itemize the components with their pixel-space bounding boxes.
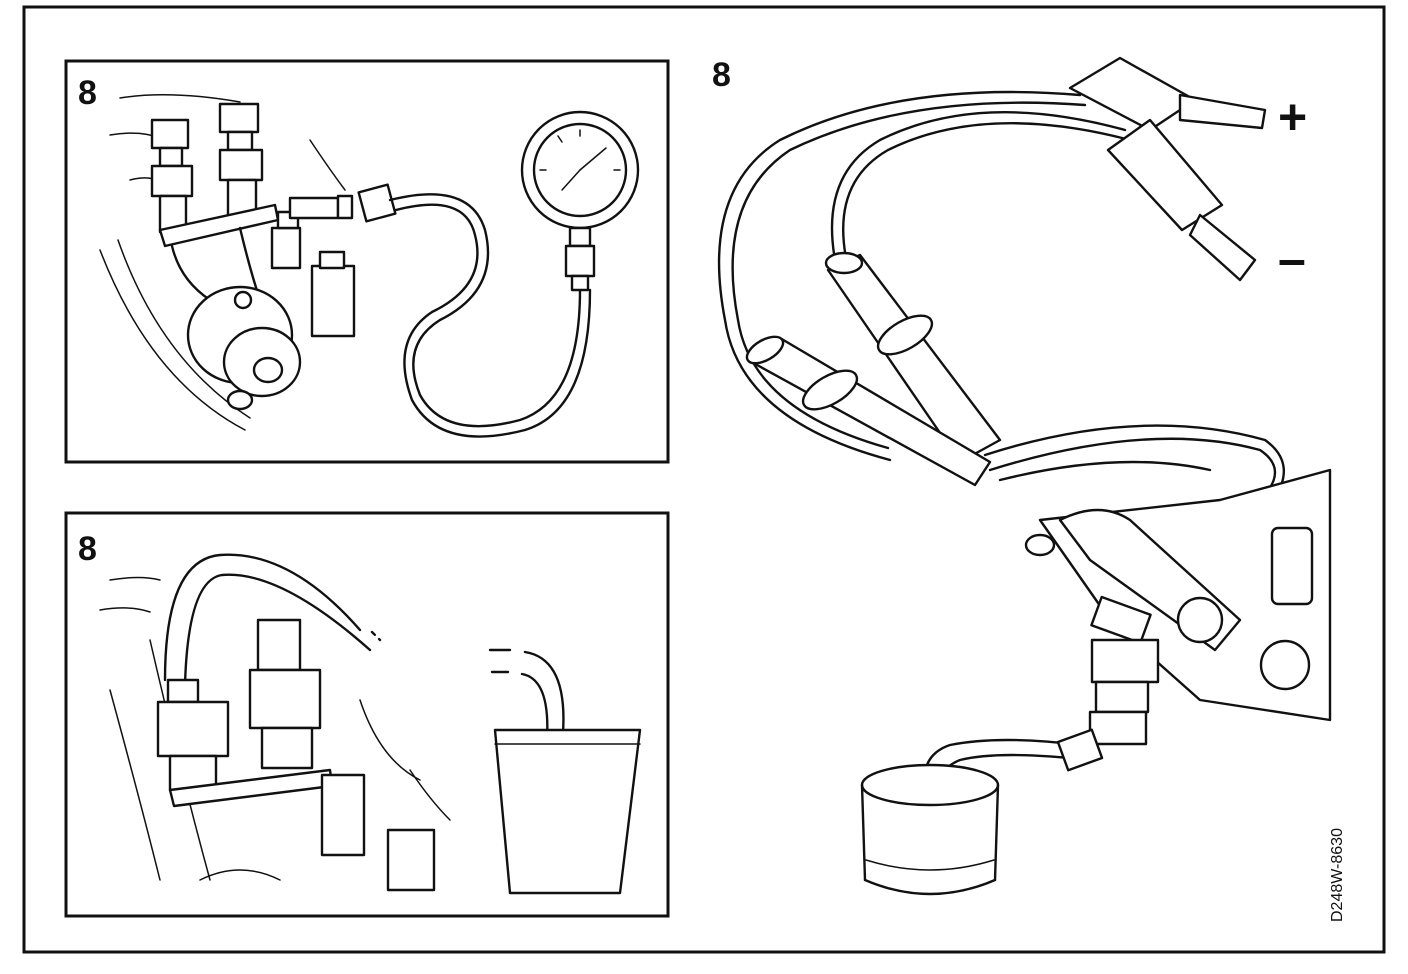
- pipe-union-left: [150, 118, 194, 234]
- pipe-union-open: [248, 618, 322, 770]
- plus-sign: +: [1278, 89, 1307, 145]
- step-number: 8: [78, 74, 97, 112]
- panel-pressure-gauge: 8: [64, 59, 670, 464]
- pressure-gauge: [520, 110, 640, 292]
- beaker-right: [860, 763, 1000, 896]
- panel-test-leads: 8 + –: [712, 56, 1332, 896]
- pipe-union-hose: [156, 678, 230, 792]
- pipe-union-right: [218, 102, 264, 218]
- injector-assembly: [1024, 468, 1332, 746]
- panel-frame: [64, 511, 670, 918]
- minus-plug: [1106, 118, 1257, 282]
- gauge-hose: [357, 183, 592, 438]
- panel-drain-beaker: 8: [64, 511, 670, 918]
- step-number: 8: [712, 56, 731, 94]
- beaker: [488, 648, 642, 895]
- clip-boot-lower: [745, 335, 992, 487]
- test-valve: [270, 194, 356, 338]
- step-number: 8: [78, 530, 97, 568]
- panel-frame: [64, 59, 670, 464]
- clip-boot-upper: [824, 251, 1002, 464]
- pressure-regulator: [186, 285, 302, 411]
- figure-reference: D248W-8630: [1329, 828, 1346, 922]
- minus-sign: –: [1278, 231, 1306, 287]
- outer-frame: [22, 5, 1386, 954]
- plus-plug: [1068, 56, 1267, 132]
